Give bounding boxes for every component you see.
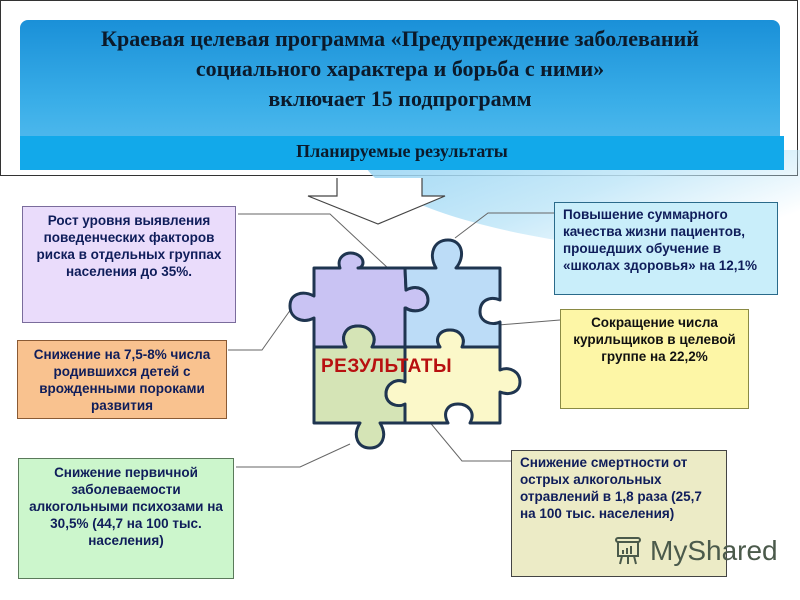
result-text: Снижение смертности от острых алкогольны…	[520, 455, 702, 521]
result-box-smokers: Сокращение числа курильщиков в целевой г…	[560, 309, 749, 409]
subtitle-bar	[20, 136, 784, 170]
title-line-1: Краевая целевая программа «Предупреждени…	[101, 26, 699, 51]
result-box-quality-of-life: Повышение суммарного качества жизни паци…	[554, 202, 778, 295]
result-box-birth-defects: Снижение на 7,5-8% числа родившихся дете…	[17, 340, 227, 419]
result-box-risk-factors: Рост уровня выявления поведенческих факт…	[22, 206, 236, 323]
result-box-alcohol-psychoses: Снижение первичной заболеваемости алкого…	[18, 458, 234, 579]
puzzle-graphic	[288, 238, 522, 450]
result-text: Рост уровня выявления поведенческих факт…	[36, 213, 222, 279]
title-line-3: включает 15 подпрограмм	[268, 86, 532, 111]
watermark: MyShared	[612, 535, 778, 567]
title-line-2: социального характера и борьба с ними»	[195, 56, 605, 81]
result-text: Повышение суммарного качества жизни паци…	[563, 207, 758, 273]
result-text: Снижение первичной заболеваемости алкого…	[29, 465, 223, 548]
down-arrow-icon	[307, 178, 446, 225]
page-title: Краевая целевая программа «Предупреждени…	[20, 24, 780, 114]
watermark-text: MyShared	[650, 535, 778, 566]
results-label: РЕЗУЛЬТАТЫ	[321, 356, 453, 377]
presentation-board-icon	[615, 537, 641, 565]
subtitle: Планируемые результаты	[296, 141, 508, 161]
result-text: Снижение на 7,5-8% числа родившихся дете…	[33, 347, 211, 413]
result-text: Сокращение числа курильщиков в целевой г…	[573, 315, 736, 364]
puzzle-piece-yellow	[384, 328, 522, 425]
